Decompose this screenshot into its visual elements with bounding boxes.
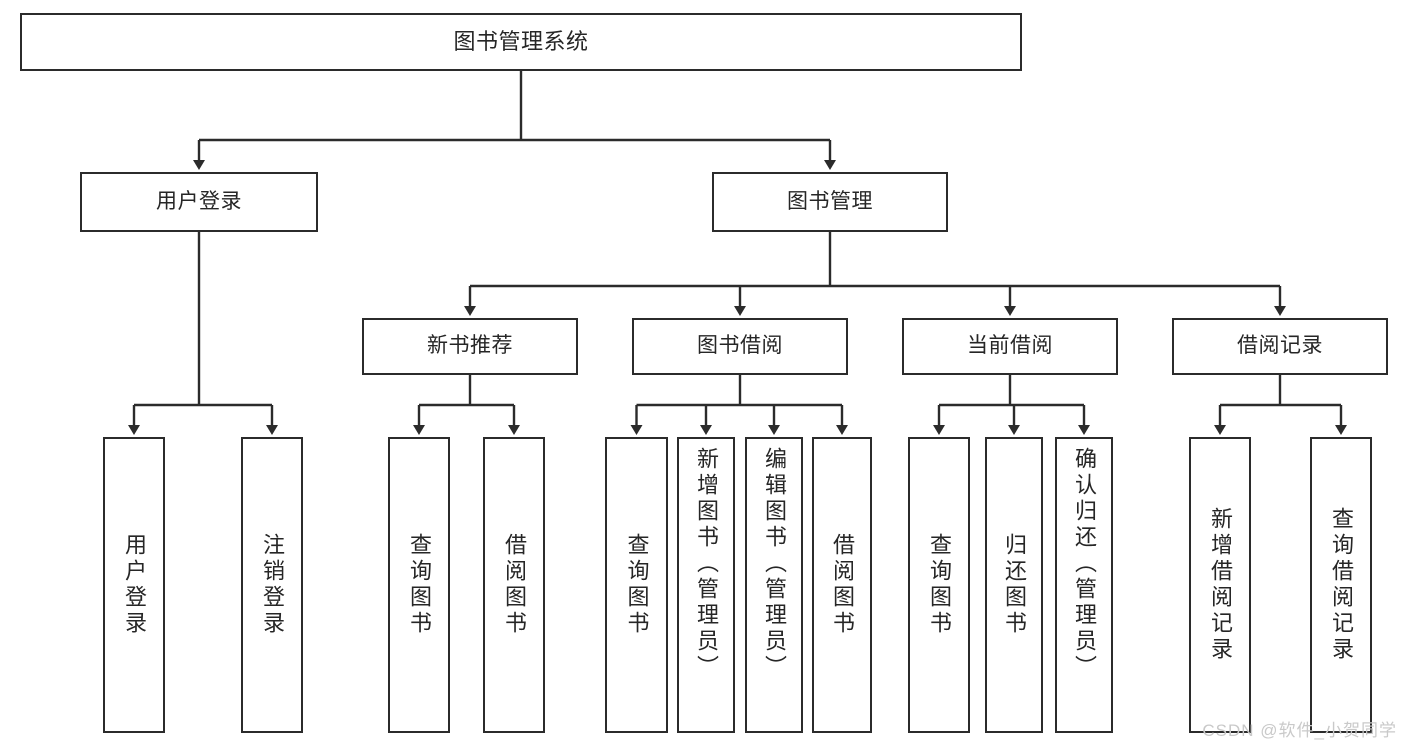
node-label: 确认归还（管理员） bbox=[1072, 447, 1097, 681]
node-leaf-user-logout[interactable]: 注销登录 bbox=[241, 437, 303, 733]
node-current-borrow[interactable]: 当前借阅 bbox=[902, 318, 1118, 375]
node-leaf-return-book[interactable]: 归还图书 bbox=[985, 437, 1043, 733]
node-leaf-add-borrow-record[interactable]: 新增借阅记录 bbox=[1189, 437, 1251, 733]
node-label: 新书推荐 bbox=[427, 334, 513, 358]
node-label: 新增借阅记录 bbox=[1208, 507, 1233, 663]
node-leaf-confirm-return-admin[interactable]: 确认归还（管理员） bbox=[1055, 437, 1113, 733]
node-label: 用户登录 bbox=[156, 189, 242, 213]
node-leaf-user-login[interactable]: 用户登录 bbox=[103, 437, 165, 733]
node-label: 借阅图书 bbox=[830, 533, 855, 637]
node-borrow-record[interactable]: 借阅记录 bbox=[1172, 318, 1388, 375]
node-label: 注销登录 bbox=[260, 533, 285, 637]
node-label: 用户登录 bbox=[122, 533, 147, 637]
node-label: 新增图书（管理员） bbox=[694, 447, 719, 681]
node-label: 编辑图书（管理员） bbox=[762, 447, 787, 681]
node-book-borrow[interactable]: 图书借阅 bbox=[632, 318, 848, 375]
node-root[interactable]: 图书管理系统 bbox=[20, 13, 1022, 71]
node-label: 图书管理系统 bbox=[453, 29, 589, 55]
node-user-login[interactable]: 用户登录 bbox=[80, 172, 318, 232]
node-label: 查询图书 bbox=[624, 533, 650, 637]
node-label: 借阅图书 bbox=[502, 533, 527, 637]
node-leaf-borrow-book-recommend[interactable]: 借阅图书 bbox=[483, 437, 545, 733]
node-leaf-query-book-borrow[interactable]: 查询图书 bbox=[605, 437, 668, 733]
node-leaf-query-book-current[interactable]: 查询图书 bbox=[908, 437, 970, 733]
node-leaf-borrow-book[interactable]: 借阅图书 bbox=[812, 437, 872, 733]
node-label: 查询图书 bbox=[927, 533, 952, 637]
node-label: 归还图书 bbox=[1002, 533, 1027, 637]
node-leaf-query-book-recommend[interactable]: 查询图书 bbox=[388, 437, 450, 733]
node-label: 借阅记录 bbox=[1237, 334, 1323, 358]
node-leaf-add-book-admin[interactable]: 新增图书（管理员） bbox=[677, 437, 735, 733]
node-leaf-edit-book-admin[interactable]: 编辑图书（管理员） bbox=[745, 437, 803, 733]
node-book-manage[interactable]: 图书管理 bbox=[712, 172, 948, 232]
node-new-book-recommend[interactable]: 新书推荐 bbox=[362, 318, 578, 375]
watermark-label: CSDN @软件_小贺同学 bbox=[1202, 721, 1397, 740]
node-label: 查询借阅记录 bbox=[1329, 507, 1354, 663]
node-label: 图书管理 bbox=[787, 189, 873, 213]
node-label: 当前借阅 bbox=[967, 334, 1053, 358]
node-label: 查询图书 bbox=[407, 533, 432, 637]
node-label: 图书借阅 bbox=[697, 334, 783, 358]
node-leaf-query-borrow-record[interactable]: 查询借阅记录 bbox=[1310, 437, 1372, 733]
